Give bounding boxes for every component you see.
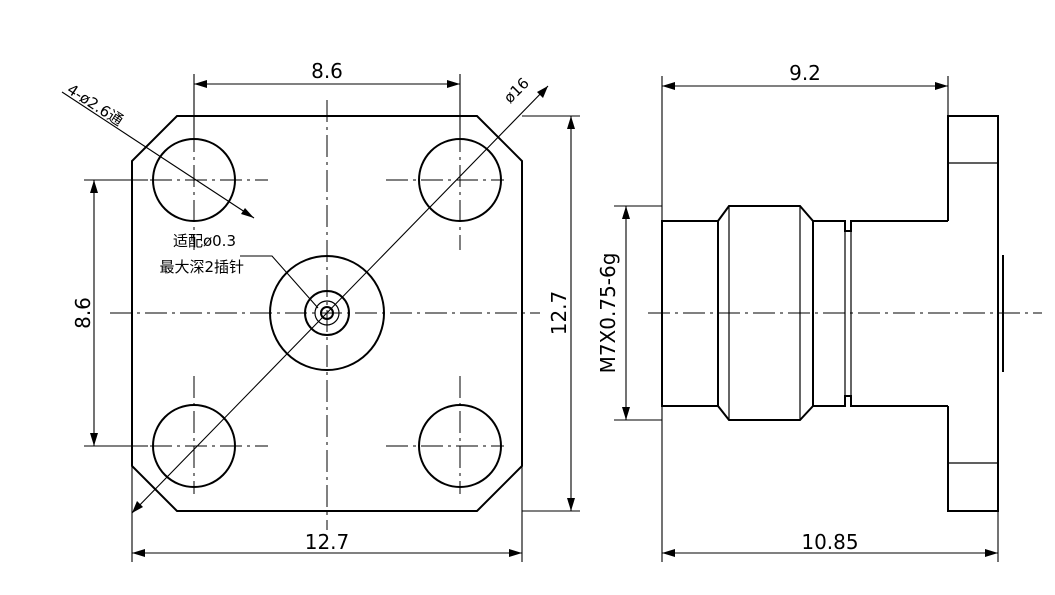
label-length-bottom: 10.85 <box>801 530 858 554</box>
dielectric-outer <box>269 255 385 371</box>
label-height-right: 12.7 <box>547 291 571 336</box>
diameter-dimension-line <box>131 85 549 514</box>
label-diameter: ø16 <box>500 74 533 107</box>
diameter-arrow-lower <box>132 501 143 513</box>
label-holes: 4-ø2.6通 <box>64 80 127 129</box>
dim-right-arrow-bottom <box>567 498 575 511</box>
dim-left-arrow-bottom <box>90 433 98 446</box>
groove-top <box>813 220 948 232</box>
label-width-top: 8.6 <box>311 59 343 83</box>
dim-top-arrow-left <box>194 80 207 88</box>
front-view: 8.6 ø16 4-ø2.6通 12.7 8.6 12.7 适配ø0.3 最大深… <box>61 59 580 562</box>
label-length-top: 9.2 <box>789 61 821 85</box>
hole-centerlines <box>150 130 504 494</box>
hole-leader-line <box>61 91 255 219</box>
contact-pin <box>320 306 334 320</box>
dim-left-arrow-top <box>90 180 98 193</box>
groove-bottom <box>813 395 948 407</box>
flange-outline <box>131 115 523 512</box>
label-thread: M7X0.75-6g <box>596 253 620 374</box>
side-dim-bottom-arrow-right <box>985 549 998 557</box>
dim-top-arrow-right <box>447 80 460 88</box>
hole-leader-arrow <box>241 208 254 218</box>
dim-bottom-arrow-right <box>509 549 522 557</box>
side-dim-top-arrow-right <box>935 82 948 90</box>
contact-inner-ring <box>314 300 340 326</box>
label-spacing-left: 8.6 <box>71 297 95 329</box>
contact-ring <box>304 290 350 336</box>
dim-bottom-arrow-left <box>132 549 145 557</box>
label-note-line1: 适配ø0.3 <box>173 232 236 250</box>
dim-right-arrow-top <box>567 116 575 129</box>
thread-arrow-top <box>622 206 630 219</box>
side-view: 9.2 M7X0.75-6g 10.85 <box>596 61 1042 562</box>
diameter-arrow <box>537 86 548 98</box>
label-width-bottom: 12.7 <box>305 530 350 554</box>
note-leader-line <box>240 255 319 309</box>
label-note-line2: 最大深2插针 <box>159 258 244 276</box>
side-dim-top-arrow-left <box>662 82 675 90</box>
side-dim-bottom-arrow-left <box>662 549 675 557</box>
thread-arrow-bottom <box>622 407 630 420</box>
